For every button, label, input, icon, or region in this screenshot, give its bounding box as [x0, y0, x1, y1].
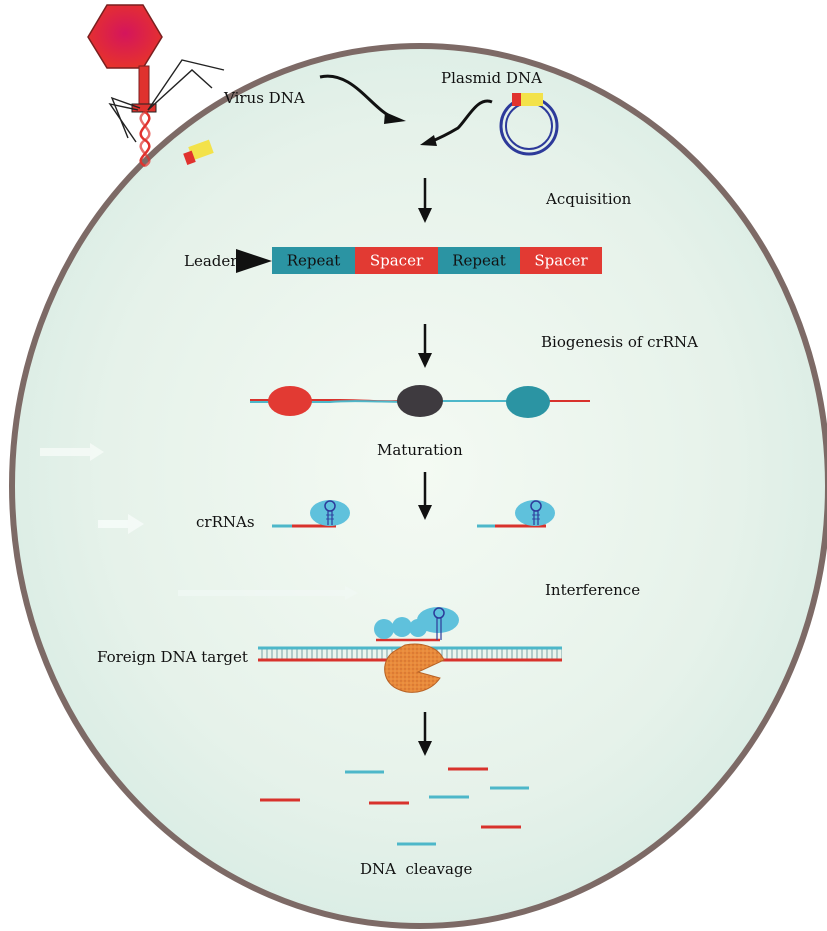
plasmid-yellow-marker — [521, 93, 543, 106]
leader-arrow — [236, 249, 272, 273]
virus-dna-arrowhead — [384, 112, 406, 124]
phage-dna-red-marker — [183, 150, 196, 166]
crispr-repeat-segment — [438, 247, 520, 274]
pre-crrna-transcript — [250, 385, 590, 418]
maturation-label: Maturation — [377, 441, 463, 459]
acquisition-label: Acquisition — [545, 190, 632, 208]
cas-protein-dark — [397, 385, 443, 417]
crispr-spacer-label: Spacer — [370, 252, 424, 270]
phage-dna-yellow-marker — [188, 139, 214, 161]
crispr-spacer-label: Spacer — [534, 252, 588, 270]
virus-dna-label: Virus DNA — [223, 89, 305, 107]
dna-cleavage-label: DNA cleavage — [360, 860, 473, 878]
leader-label: Leader — [184, 252, 238, 270]
crrna-complex-left — [272, 500, 350, 528]
arrow-down-2 — [418, 324, 432, 368]
bacterial-cell — [9, 43, 827, 929]
interference-label: Interference — [545, 581, 640, 599]
plasmid-dna-label: Plasmid DNA — [441, 69, 542, 87]
crispr-array: Repeat Spacer Repeat Spacer — [272, 247, 602, 274]
virus-dna-strand — [319, 74, 389, 117]
crispr-spacer-segment — [355, 247, 438, 274]
phage-head — [87, 4, 163, 69]
faint-arrows — [40, 443, 358, 600]
crispr-repeat-label: Repeat — [452, 252, 506, 270]
cas-protein-teal — [506, 386, 550, 418]
nuclease-cas3 — [384, 643, 445, 693]
plasmid-red-marker — [512, 93, 521, 106]
biogenesis-label: Biogenesis of crRNA — [541, 333, 698, 351]
arrow-down-4 — [418, 712, 432, 756]
crispr-repeat-label: Repeat — [287, 252, 341, 270]
injected-dna — [139, 110, 151, 168]
arrow-down-3 — [418, 472, 432, 520]
foreign-dna-target-label: Foreign DNA target — [97, 648, 248, 666]
plasmid-dna-arrowhead — [420, 135, 437, 146]
cas-protein-red — [268, 386, 312, 416]
crispr-spacer-segment — [520, 247, 602, 274]
phage-tail — [138, 65, 150, 111]
plasmid — [499, 93, 559, 156]
crispr-repeat-segment — [272, 247, 355, 274]
crrna-complex-right — [477, 500, 555, 528]
crrnas-label: crRNAs — [196, 513, 255, 531]
bacteriophage — [87, 4, 225, 168]
arrow-down-1 — [418, 178, 432, 223]
dna-fragments — [260, 767, 529, 846]
plasmid-dna-strand — [429, 99, 493, 144]
tail-fibers — [108, 59, 225, 143]
cascade-complex — [374, 607, 459, 642]
